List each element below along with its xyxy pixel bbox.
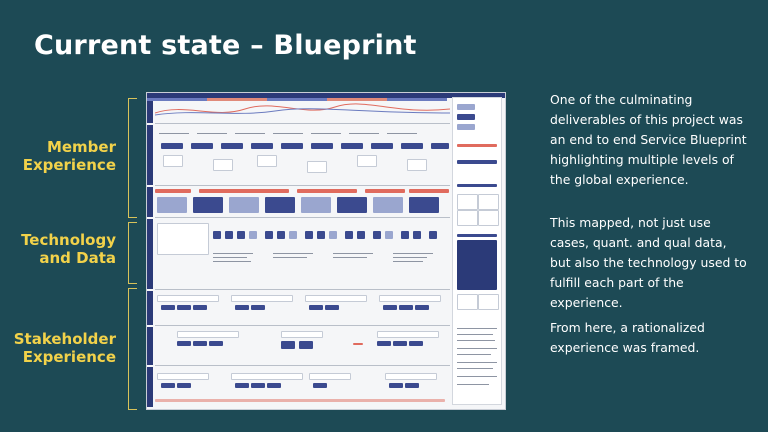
lane-divider xyxy=(155,123,450,124)
label-member-experience: Member Experience xyxy=(22,138,116,174)
blueprint-phase-1 xyxy=(147,98,207,101)
lane-marker xyxy=(147,187,153,217)
label-technology-data: Technology and Data xyxy=(21,231,116,267)
blueprint-header-bar xyxy=(147,93,505,98)
lane-marker xyxy=(147,291,153,325)
lane-marker xyxy=(147,327,153,365)
lane-marker xyxy=(147,125,153,185)
lane-marker xyxy=(147,367,153,407)
bracket-member xyxy=(128,98,137,218)
blueprint-phase-3 xyxy=(267,98,327,101)
blueprint-legend xyxy=(452,97,502,405)
lane-divider xyxy=(155,365,450,366)
bracket-technology xyxy=(128,222,137,284)
description-paragraph-2: This mapped, not just use cases, quant. … xyxy=(550,215,747,310)
lane-marker xyxy=(147,101,153,123)
blueprint-phase-2 xyxy=(207,98,267,101)
slide-title: Current state – Blueprint xyxy=(34,30,417,61)
service-blueprint-image xyxy=(146,92,506,410)
lane-divider xyxy=(155,217,450,218)
bracket-stakeholder xyxy=(128,288,137,410)
blueprint-phase-4 xyxy=(327,98,387,101)
lane-marker xyxy=(147,219,153,289)
description-paragraph-3: From here, a rationalized experience was… xyxy=(550,320,705,355)
lane-divider xyxy=(155,185,450,186)
label-stakeholder-experience: Stakeholder Experience xyxy=(13,330,116,366)
lane-divider xyxy=(155,325,450,326)
emotion-curve xyxy=(155,103,450,116)
description-paragraph-1: One of the culminating deliverables of t… xyxy=(550,92,747,187)
blueprint-phase-5 xyxy=(387,98,447,101)
lane-divider xyxy=(155,289,450,290)
